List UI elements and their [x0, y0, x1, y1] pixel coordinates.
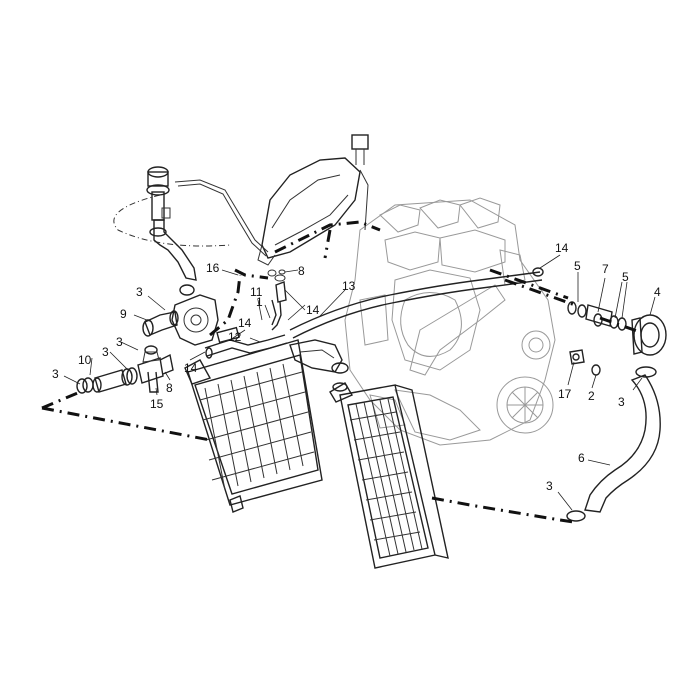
radiator-elbow-hose — [289, 339, 349, 374]
part-labels: 3 9 3 3 10 3 8 14 15 16 8 11 1 14 12 14 … — [52, 241, 661, 493]
label-3: 3 — [116, 335, 123, 349]
label-3: 3 — [618, 395, 625, 409]
label-10: 10 — [78, 353, 92, 367]
label-15: 15 — [150, 397, 164, 411]
engine-block — [344, 197, 556, 446]
lower-right-hose — [566, 366, 661, 522]
label-7: 7 — [602, 262, 609, 276]
label-9: 9 — [120, 307, 127, 321]
label-3: 3 — [52, 367, 59, 381]
label-11: 11 — [250, 285, 263, 299]
label-14: 14 — [238, 316, 252, 330]
label-8: 8 — [298, 264, 305, 278]
label-4: 4 — [654, 285, 661, 299]
label-16: 16 — [206, 261, 220, 275]
bypass-pipe — [204, 326, 288, 359]
label-3: 3 — [102, 345, 109, 359]
pump-fittings — [532, 267, 627, 331]
label-17: 17 — [558, 387, 572, 401]
label-3: 3 — [546, 479, 553, 493]
label-14: 14 — [555, 241, 569, 255]
label-2: 2 — [588, 389, 595, 403]
t-junction — [137, 345, 174, 393]
label-12: 12 — [228, 330, 242, 344]
left-radiator — [184, 339, 323, 513]
label-14: 14 — [306, 303, 320, 317]
left-lower-hose — [76, 367, 138, 394]
label-14: 14 — [184, 361, 198, 375]
label-1: 1 — [256, 295, 263, 309]
coolant-flow-lines — [41, 220, 641, 524]
reference-ellipse — [113, 194, 231, 247]
filler-cap-assembly — [146, 166, 197, 296]
bleed-valve — [267, 269, 287, 331]
leader-lines — [63, 254, 656, 511]
label-8: 8 — [166, 381, 173, 395]
label-13: 13 — [342, 279, 356, 293]
breather-hose — [174, 179, 269, 253]
label-6: 6 — [578, 451, 585, 465]
label-3: 3 — [136, 285, 143, 299]
thermostat-housing — [142, 294, 219, 346]
temp-sensor — [569, 349, 601, 376]
water-pump-cover — [631, 314, 667, 356]
label-5: 5 — [622, 270, 629, 284]
right-radiator — [329, 382, 449, 569]
expansion-tank — [257, 134, 369, 266]
label-5: 5 — [574, 259, 581, 273]
